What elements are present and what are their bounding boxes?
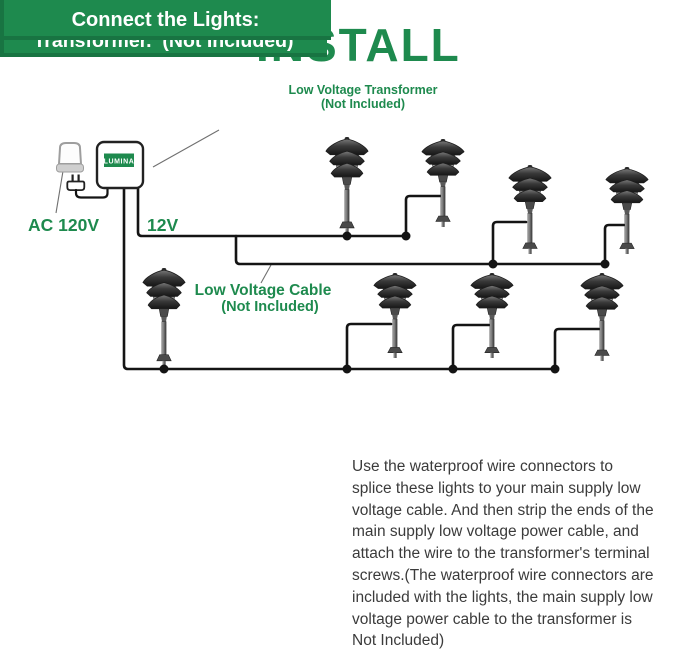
connect-body-line: attach the wire to the transformer's ter… bbox=[352, 545, 650, 563]
path-light-icon-7 bbox=[470, 273, 514, 358]
pointer-line-cable bbox=[260, 264, 272, 284]
path-light-icon-3 bbox=[508, 165, 552, 254]
wire-riser-light6 bbox=[345, 322, 393, 371]
path-light-icon-6 bbox=[373, 273, 417, 358]
connect-body-line: voltage cable. And then strip the ends o… bbox=[352, 501, 654, 519]
wire-riser-light8 bbox=[553, 327, 601, 371]
junction-dot bbox=[159, 364, 169, 374]
path-light-icon-2 bbox=[421, 139, 465, 227]
label-cable-line2: (Not Included) bbox=[221, 299, 319, 315]
wire-12v-bus bbox=[136, 186, 408, 238]
connect-body-line: Use the waterproof wire connectors to bbox=[352, 458, 614, 475]
connect-body-line: screws.(The waterproof wire connectors a… bbox=[352, 566, 654, 584]
label-dc-voltage: 12V bbox=[147, 215, 178, 235]
path-light-icon-8 bbox=[580, 273, 624, 361]
connect-body-line: main supply low voltage power cable, and bbox=[352, 523, 639, 541]
wire-riser-light7 bbox=[451, 323, 491, 371]
connect-body-line: included with the lights, the main suppl… bbox=[352, 588, 653, 606]
path-light-icon-5 bbox=[142, 268, 186, 367]
junction-dot bbox=[401, 231, 411, 241]
connect-body-line: splice these lights to your main supply … bbox=[352, 479, 641, 497]
transformer-brand-label: LUMINA bbox=[104, 159, 135, 166]
junction-dot bbox=[448, 364, 458, 374]
transformer-callout: Low Voltage Transformer (Not Included) bbox=[250, 83, 476, 111]
transformer-callout-line2: (Not Included) bbox=[320, 97, 405, 111]
connect-body: Use the waterproof wire connectors to sp… bbox=[352, 456, 679, 652]
connect-heading-banner: Connect the Lights: bbox=[0, 0, 331, 40]
wire-riser-light2 bbox=[404, 194, 443, 238]
installation-diagram: LUMINA AC 120V 12V Low Voltage Cable (No… bbox=[28, 129, 649, 374]
wire-riser-light3 bbox=[491, 220, 528, 266]
path-light-icon-4 bbox=[605, 167, 649, 254]
junction-dot bbox=[600, 259, 610, 269]
junction-dot bbox=[342, 364, 352, 374]
power-cord bbox=[74, 186, 109, 199]
wire-branch-second-bus bbox=[234, 234, 607, 266]
outlet-base bbox=[56, 163, 84, 173]
pointer-line-transformer bbox=[152, 129, 220, 168]
connect-body-line: voltage power cable to the transformer i… bbox=[352, 610, 632, 628]
connect-body-line: Not Included) bbox=[352, 632, 445, 650]
junction-dot bbox=[342, 231, 352, 241]
wire-riser-light4 bbox=[603, 223, 626, 266]
label-ac-voltage: AC 120V bbox=[28, 215, 99, 235]
connect-heading: Connect the Lights: bbox=[71, 8, 260, 31]
plug-icon bbox=[66, 174, 86, 191]
transformer-callout-line1: Low Voltage Transformer bbox=[288, 83, 438, 97]
label-cable-line1: Low Voltage Cable bbox=[195, 282, 332, 299]
path-light-icon-1 bbox=[325, 137, 369, 234]
pointer-line-ac bbox=[55, 170, 64, 214]
junction-dot bbox=[488, 259, 498, 269]
wire-transformer-to-bottom-bus bbox=[122, 186, 557, 371]
outlet-icon bbox=[57, 142, 83, 165]
transformer-brand-plate bbox=[104, 153, 134, 167]
junction-dot bbox=[550, 364, 560, 374]
